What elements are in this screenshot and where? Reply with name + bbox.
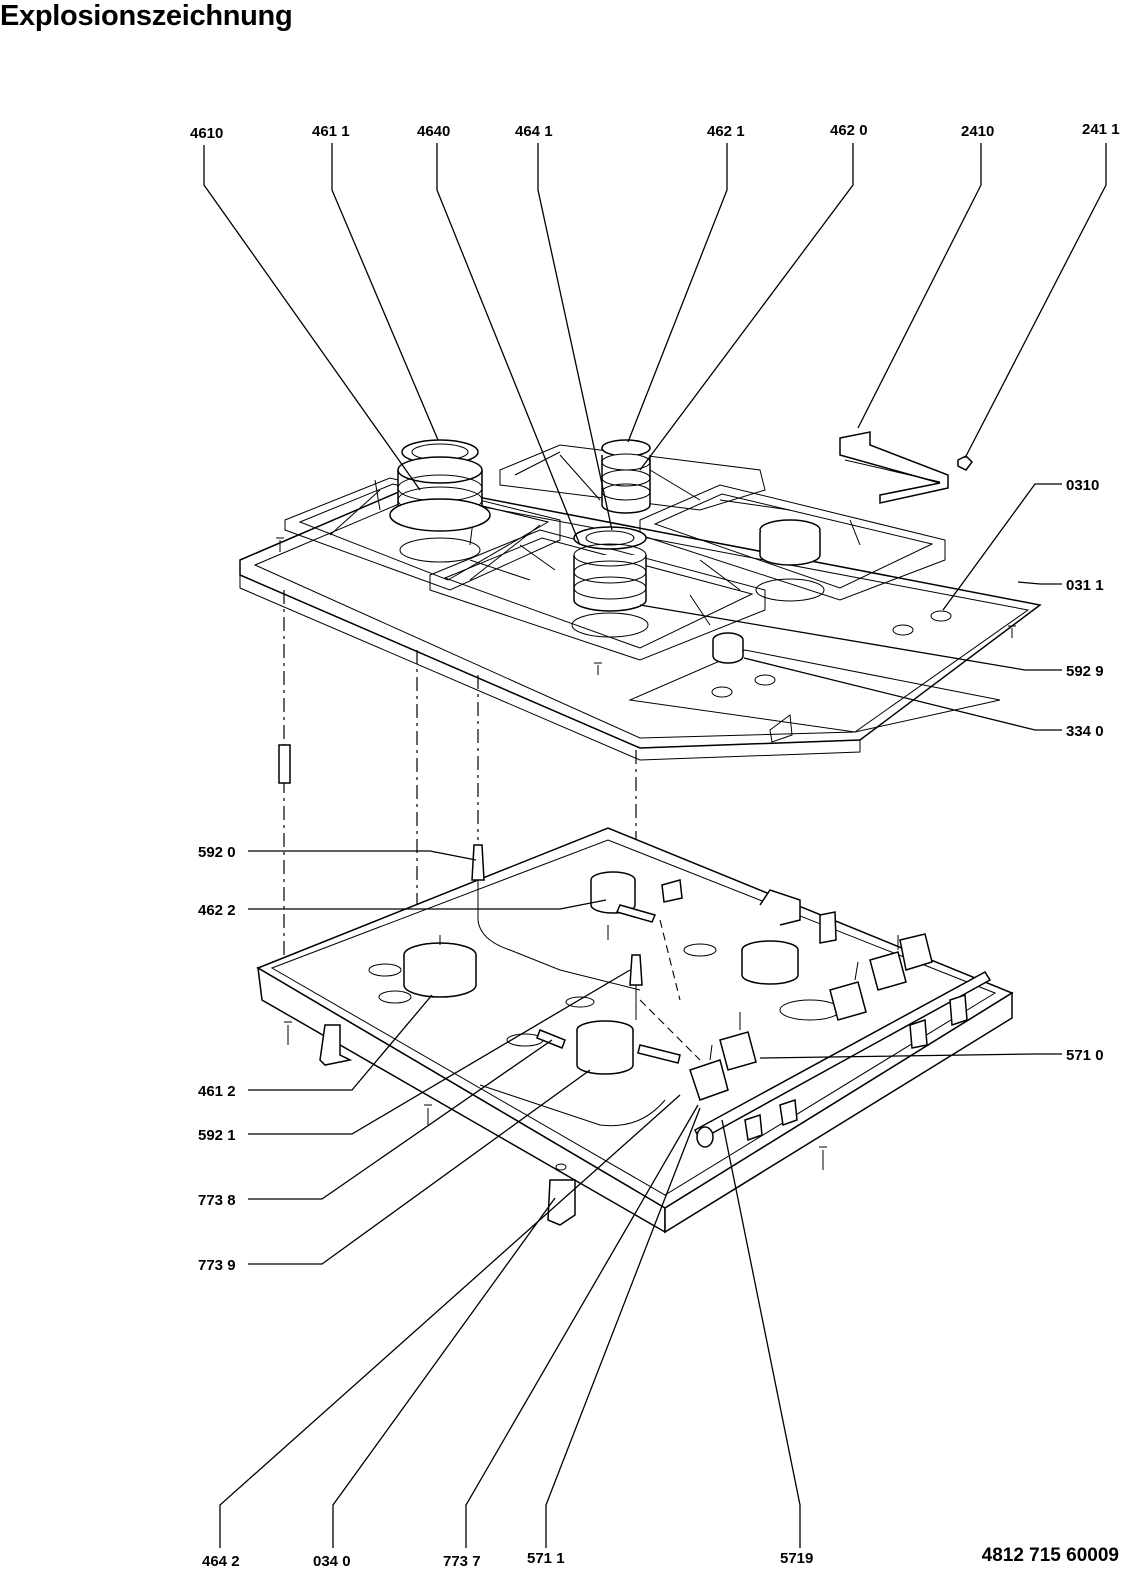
auxiliary-burner-assembly [601, 439, 651, 514]
label-5711: 571 1 [527, 1550, 565, 1567]
valve-spindle-guide [769, 714, 793, 743]
leader-lines [203, 143, 1107, 1548]
label-4641: 464 1 [515, 123, 553, 140]
burner-cup-large [403, 942, 477, 998]
label-4622: 462 2 [198, 902, 236, 919]
thermocouple-leads [471, 844, 701, 1127]
label-4640: 4640 [417, 123, 450, 140]
label-0340: 034 0 [313, 1553, 351, 1570]
label-4611: 461 1 [312, 123, 350, 140]
burner-cup-back [590, 871, 636, 914]
label-2411: 241 1 [1082, 121, 1120, 138]
burner-cup-front [576, 1020, 634, 1075]
tray-openings [368, 943, 841, 1047]
document-number: 4812 715 60009 [981, 1545, 1119, 1566]
rapid-burner-assembly [571, 526, 649, 638]
trim-strip [839, 431, 949, 504]
burner-cup-right [741, 940, 799, 985]
label-5719: 5719 [780, 1550, 813, 1567]
label-0311: 031 1 [1066, 577, 1104, 594]
label-3340: 334 0 [1066, 723, 1104, 740]
label-7738: 773 8 [198, 1192, 236, 1209]
label-4642: 464 2 [202, 1553, 240, 1570]
spacer-sleeve [278, 744, 291, 784]
label-5929: 592 9 [1066, 663, 1104, 680]
pan-support-left [284, 477, 561, 591]
control-knob-seats [711, 610, 952, 698]
label-5921: 592 1 [198, 1127, 236, 1144]
label-4620: 462 0 [830, 122, 868, 139]
large-burner-assembly [389, 439, 491, 563]
pan-support-front [429, 529, 766, 661]
pan-support-back [499, 444, 766, 511]
corner-screws-top [276, 537, 1016, 675]
label-7739: 773 9 [198, 1257, 236, 1274]
mounting-brackets [319, 879, 968, 1226]
ignition-electrodes [536, 904, 681, 1064]
tray-slot [555, 1163, 567, 1171]
tray-screws [284, 925, 827, 1170]
page-title: Explosionszeichnung [0, 0, 293, 32]
label-7737: 773 7 [443, 1553, 481, 1570]
label-0310: 0310 [1066, 477, 1099, 494]
gas-manifold-pipe [694, 889, 992, 1148]
label-5710: 571 0 [1066, 1047, 1104, 1064]
label-5920: 592 0 [198, 844, 236, 861]
label-2410: 2410 [961, 123, 994, 140]
ignition-button [712, 632, 744, 664]
label-4610: 4610 [190, 125, 223, 142]
label-4612: 461 2 [198, 1083, 236, 1100]
semi-rapid-burner-assembly [755, 519, 825, 602]
label-4621: 462 1 [707, 123, 745, 140]
part-labels: 4610 461 1 4640 464 1 462 1 462 0 2410 2… [190, 121, 1120, 1570]
gas-taps [689, 933, 933, 1101]
trim-clip [957, 455, 973, 471]
